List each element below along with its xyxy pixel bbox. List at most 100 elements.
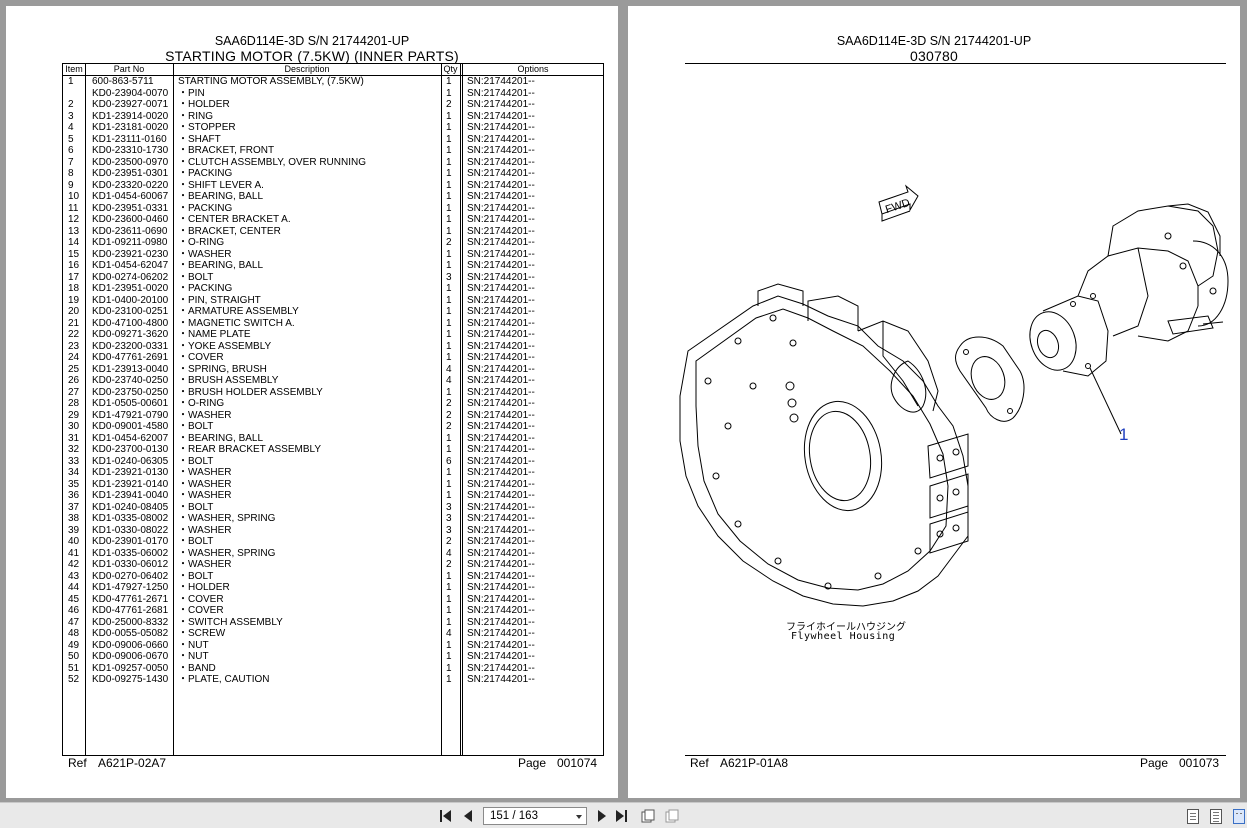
- left-page-number: 001074: [557, 756, 598, 770]
- previous-page-icon[interactable]: [462, 809, 476, 823]
- page-number-select[interactable]: 151 / 163: [483, 807, 587, 825]
- qty-cell: 1: [446, 329, 452, 340]
- item-cell: 20: [68, 306, 80, 317]
- options-cell: SN:21744201--: [467, 340, 535, 352]
- qty-cell: 1: [446, 444, 452, 455]
- part-no-cell: KD1-23111-0160: [92, 133, 167, 145]
- gasket: [955, 336, 1025, 422]
- item-cell: 26: [68, 375, 80, 386]
- options-cell: SN:21744201--: [467, 639, 535, 651]
- part-no-cell: KD0-23611-0690: [92, 225, 168, 237]
- continuous-view-icon[interactable]: [1210, 809, 1222, 824]
- next-page-icon[interactable]: [595, 809, 609, 823]
- qty-cell: 1: [446, 593, 452, 605]
- description-cell: ・NAME PLATE: [178, 329, 251, 340]
- item-cell: 50: [68, 651, 80, 662]
- qty-cell: 1: [446, 294, 452, 306]
- qty-cell: 6: [446, 455, 452, 467]
- part-no-cell: KD0-23500-0970: [92, 156, 169, 168]
- fit-width-icon[interactable]: [665, 809, 679, 823]
- qty-cell: 2: [446, 421, 452, 432]
- options-cell: SN:21744201--: [467, 490, 535, 501]
- description-cell: ・BOLT: [178, 501, 214, 513]
- qty-cell: 1: [446, 467, 452, 478]
- item-cell: 45: [68, 593, 80, 605]
- qty-cell: 3: [446, 513, 452, 524]
- col-head-description: Description: [284, 64, 330, 74]
- left-page-label: Page: [518, 756, 547, 770]
- fwd-label: FWD: [884, 197, 912, 216]
- right-ref-label: Ref: [690, 756, 709, 770]
- description-cell: ・PIN, STRAIGHT: [178, 294, 261, 306]
- options-cell: SN:21744201--: [467, 329, 535, 340]
- fit-page-icon[interactable]: [641, 809, 655, 823]
- description-cell: ・NUT: [178, 639, 209, 651]
- qty-cell: 1: [446, 87, 452, 99]
- part-no-cell: KD1-23914-0020: [92, 110, 169, 122]
- part-no-cell: KD0-23904-0070: [92, 87, 169, 99]
- options-cell: SN:21744201--: [467, 501, 535, 513]
- part-no-cell: KD0-23100-0251: [92, 306, 169, 317]
- options-cell: SN:21744201--: [467, 110, 535, 122]
- qty-cell: 1: [446, 248, 452, 260]
- description-cell: ・WASHER: [178, 478, 232, 490]
- qty-cell: 1: [446, 145, 452, 156]
- right-model-title: SAA6D114E-3D S/N 21744201-UP: [836, 34, 1032, 48]
- qty-cell: 1: [446, 202, 452, 214]
- item-cell: 44: [68, 582, 80, 593]
- qty-cell: 2: [446, 536, 452, 547]
- options-cell: SN:21744201--: [467, 99, 535, 110]
- qty-cell: 1: [446, 490, 452, 501]
- description-cell: ・SHIFT LEVER A.: [178, 179, 264, 191]
- qty-cell: 1: [446, 478, 452, 490]
- description-cell: ・WASHER: [178, 248, 232, 260]
- first-page-icon[interactable]: [440, 809, 454, 823]
- part-no-cell: KD1-09211-0980: [92, 237, 168, 248]
- last-page-icon[interactable]: [616, 809, 630, 823]
- description-cell: ・BRUSH HOLDER ASSEMBLY: [178, 386, 323, 398]
- description-cell: ・WASHER: [178, 490, 232, 501]
- item-cell: 27: [68, 386, 80, 398]
- description-cell: ・BOLT: [178, 271, 214, 283]
- options-cell: SN:21744201--: [467, 191, 535, 202]
- part-no-cell: KD1-23913-0040: [92, 363, 169, 375]
- facing-view-icon[interactable]: [1233, 809, 1245, 824]
- part-no-cell: KD1-0240-08405: [92, 501, 169, 513]
- options-cell: SN:21744201--: [467, 570, 535, 582]
- description-cell: ・HOLDER: [178, 99, 230, 110]
- description-cell: ・COVER: [178, 352, 224, 363]
- item-cell: 49: [68, 639, 80, 651]
- qty-cell: 1: [446, 225, 452, 237]
- part-no-cell: KD0-0270-06402: [92, 570, 169, 582]
- item-cell: 32: [68, 444, 80, 455]
- part-no-cell: KD1-0454-62007: [92, 432, 169, 444]
- single-page-view-icon[interactable]: [1187, 809, 1199, 824]
- qty-cell: 1: [446, 662, 452, 674]
- page-indicator: 151 / 163: [490, 810, 538, 822]
- item-cell: 40: [68, 536, 80, 547]
- flywheel-housing-jp-label: フライホイールハウジング: [786, 622, 906, 633]
- part-no-cell: KD1-0454-62047: [92, 260, 169, 271]
- qty-cell: 3: [446, 501, 452, 513]
- options-cell: SN:21744201--: [467, 87, 535, 99]
- col-head-item: Item: [65, 64, 83, 74]
